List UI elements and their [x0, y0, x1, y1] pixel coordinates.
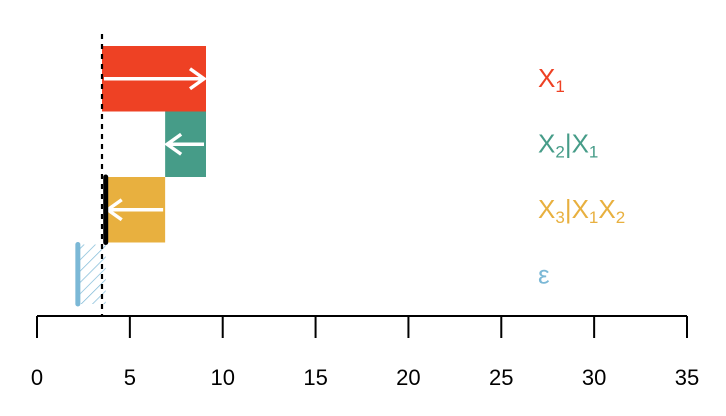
x-tick-label-25: 25: [489, 365, 513, 390]
legend-label-1-part-2: 1: [555, 77, 564, 96]
legend-label-3-part-2: 3: [555, 208, 564, 227]
legend-label-3-part-4: 1: [589, 208, 598, 227]
x-tick-label-20: 20: [396, 365, 420, 390]
x-tick-label-35: 35: [675, 365, 699, 390]
x-axis: 0 5 10 15 20 25 30 35: [31, 315, 699, 390]
legend-label-1: X1: [538, 63, 565, 96]
x-tick-label-0: 0: [31, 365, 43, 390]
bars-layer: [75, 34, 208, 316]
bar-1-arrow-head: [188, 67, 208, 91]
x-tick-label-15: 15: [303, 365, 327, 390]
legend-label-3-part-5: X: [598, 194, 615, 224]
x-tick-label-10: 10: [210, 365, 234, 390]
legend-label-3-part-3: |X: [565, 194, 589, 224]
legend-label-4-part-1: ε: [538, 259, 550, 289]
bar-2-arrow-head: [164, 132, 183, 156]
legend-label-2-part-1: X: [538, 128, 555, 158]
legend-label-2-part-3: |X: [565, 128, 589, 158]
legend-label-2-part-2: 2: [555, 142, 564, 161]
x-tick-label-30: 30: [582, 365, 606, 390]
legend-label-1-part-1: X: [538, 63, 555, 93]
legend-label-3-part-1: X: [538, 194, 555, 224]
legend-label-2: X2|X1: [538, 128, 598, 161]
legend-label-4: ε: [538, 259, 550, 289]
legend-label-3: X3|X1X2: [538, 194, 625, 227]
legend-label-2-part-4: 1: [589, 142, 598, 161]
x-tick-label-5: 5: [124, 365, 136, 390]
legend-label-3-part-6: 2: [616, 208, 625, 227]
